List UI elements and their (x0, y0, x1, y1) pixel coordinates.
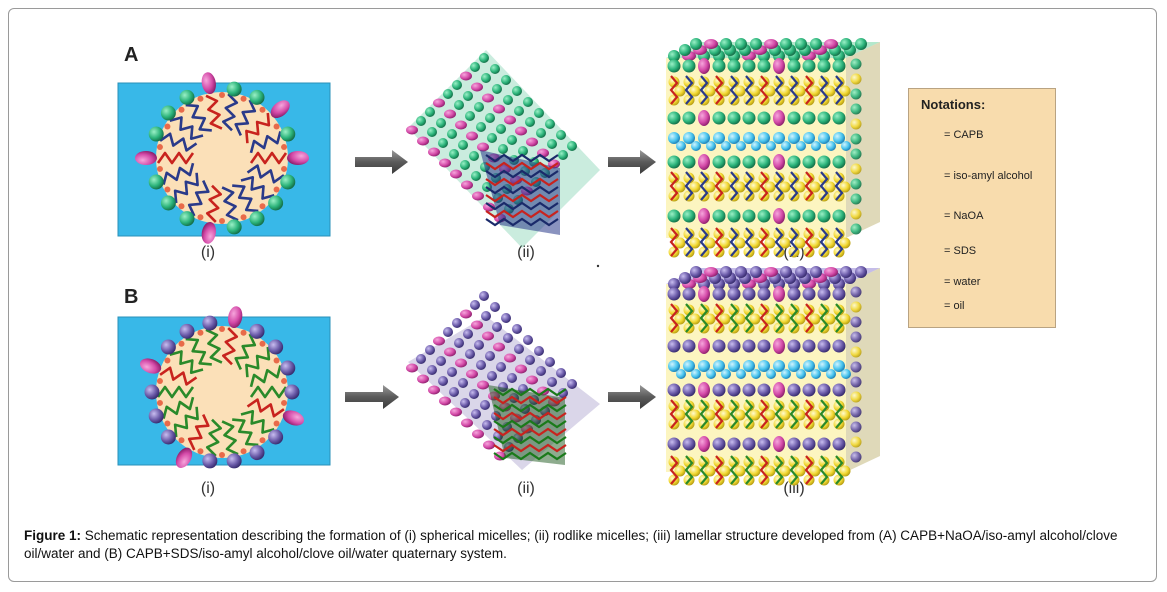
arrow-a-1 (355, 150, 408, 174)
notation-legend: Notations: (908, 88, 1056, 328)
legend-label-water: = water (944, 276, 981, 288)
arrow-a-2 (608, 150, 656, 174)
caption-text: Schematic representation describing the … (24, 528, 1118, 561)
panel-a-spherical-micelle (117, 72, 331, 244)
caption-lead: Figure 1: (24, 528, 82, 543)
arrow-b-2 (608, 385, 656, 409)
legend-label-naoa: = NaOA (944, 210, 984, 222)
panel-b-lamellar-structure (666, 266, 880, 486)
panel-a-rodlike-micelle (406, 50, 600, 248)
panel-letter-a: A (124, 44, 139, 66)
label-a-ii: (ii) (517, 244, 535, 261)
legend-label-iso-amyl-alcohol: = iso-amyl alcohol (944, 170, 1033, 182)
label-b-iii: (iii) (783, 480, 805, 497)
panel-b-rodlike-micelle (406, 291, 600, 470)
label-a-i: (i) (200, 244, 216, 261)
panel-b-spherical-micelle (117, 306, 331, 469)
legend-label-oil: = oil (944, 300, 965, 312)
arrow-b-1 (345, 385, 399, 409)
legend-title: Notations: (921, 97, 986, 112)
legend-label-capb: = CAPB (944, 129, 984, 141)
label-b-ii: (ii) (517, 480, 535, 497)
panel-letter-b: B (124, 286, 139, 308)
label-b-i: (i) (200, 480, 216, 497)
legend-label-sds: = SDS (944, 245, 977, 257)
figure-caption: Figure 1: Schematic representation descr… (24, 527, 1144, 563)
panel-a-lamellar-structure (666, 38, 880, 258)
